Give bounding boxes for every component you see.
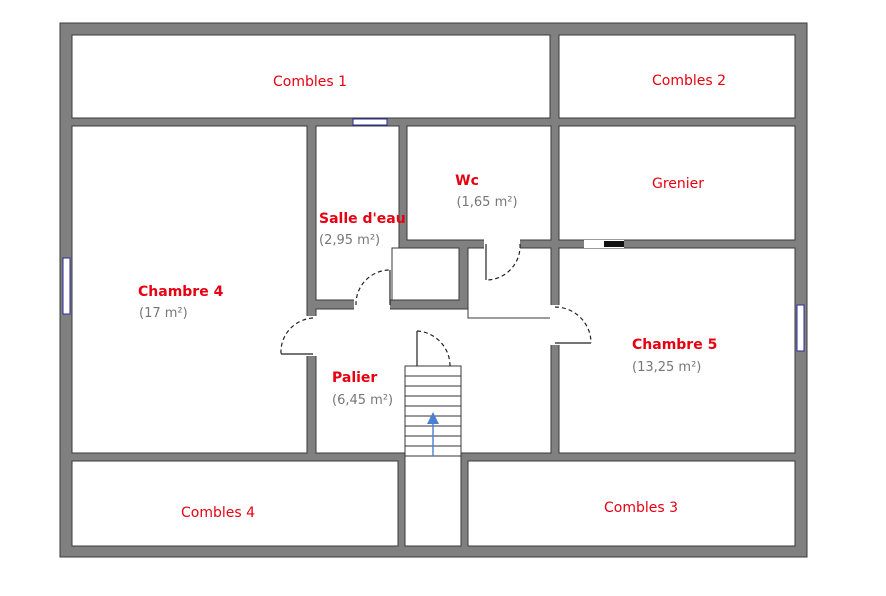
label-chambre-5: Chambre 5 — [632, 337, 717, 353]
door-chambre-4 — [280, 316, 317, 356]
door-chambre-5 — [550, 305, 592, 345]
area-palier: (6,45 m²) — [332, 393, 393, 408]
window-left-chambre-4 — [62, 257, 71, 315]
label-combles-3: Combles 3 — [604, 500, 678, 516]
area-wc: (1,65 m²) — [456, 195, 517, 210]
label-grenier: Grenier — [652, 176, 704, 192]
label-combles-4: Combles 4 — [181, 505, 255, 521]
room-grenier — [558, 125, 796, 241]
door-wc — [484, 239, 521, 281]
area-salle-deau: (2,95 m²) — [319, 233, 380, 248]
room-combles-3 — [467, 460, 796, 547]
room-chambre-4 — [71, 125, 308, 454]
room-wc — [406, 125, 552, 241]
window-top-salle-deau — [352, 118, 388, 126]
door-stairs — [416, 330, 451, 367]
window-right-chambre-5 — [796, 304, 805, 352]
room-salle-deau — [315, 125, 400, 301]
room-palier-upper — [467, 247, 552, 319]
label-wc: Wc — [455, 173, 479, 189]
room-combles-2 — [558, 34, 796, 119]
room-chambre-5 — [558, 247, 796, 454]
label-salle-deau: Salle d'eau — [319, 211, 406, 227]
door-salle-deau — [354, 269, 391, 310]
room-combles-1 — [71, 34, 551, 119]
staircase — [404, 365, 462, 547]
arrow-up-icon — [427, 412, 439, 424]
area-chambre-5: (13,25 m²) — [632, 360, 701, 375]
room-combles-4 — [71, 460, 399, 547]
label-combles-2: Combles 2 — [652, 73, 726, 89]
area-chambre-4: (17 m²) — [139, 306, 188, 321]
room-salle-deau-annex — [391, 247, 460, 301]
label-chambre-4: Chambre 4 — [138, 284, 224, 300]
label-combles-1: Combles 1 — [273, 74, 347, 90]
stair-steps — [405, 375, 461, 457]
window-grenier-chambre-5 — [584, 240, 624, 248]
label-palier: Palier — [332, 370, 377, 386]
